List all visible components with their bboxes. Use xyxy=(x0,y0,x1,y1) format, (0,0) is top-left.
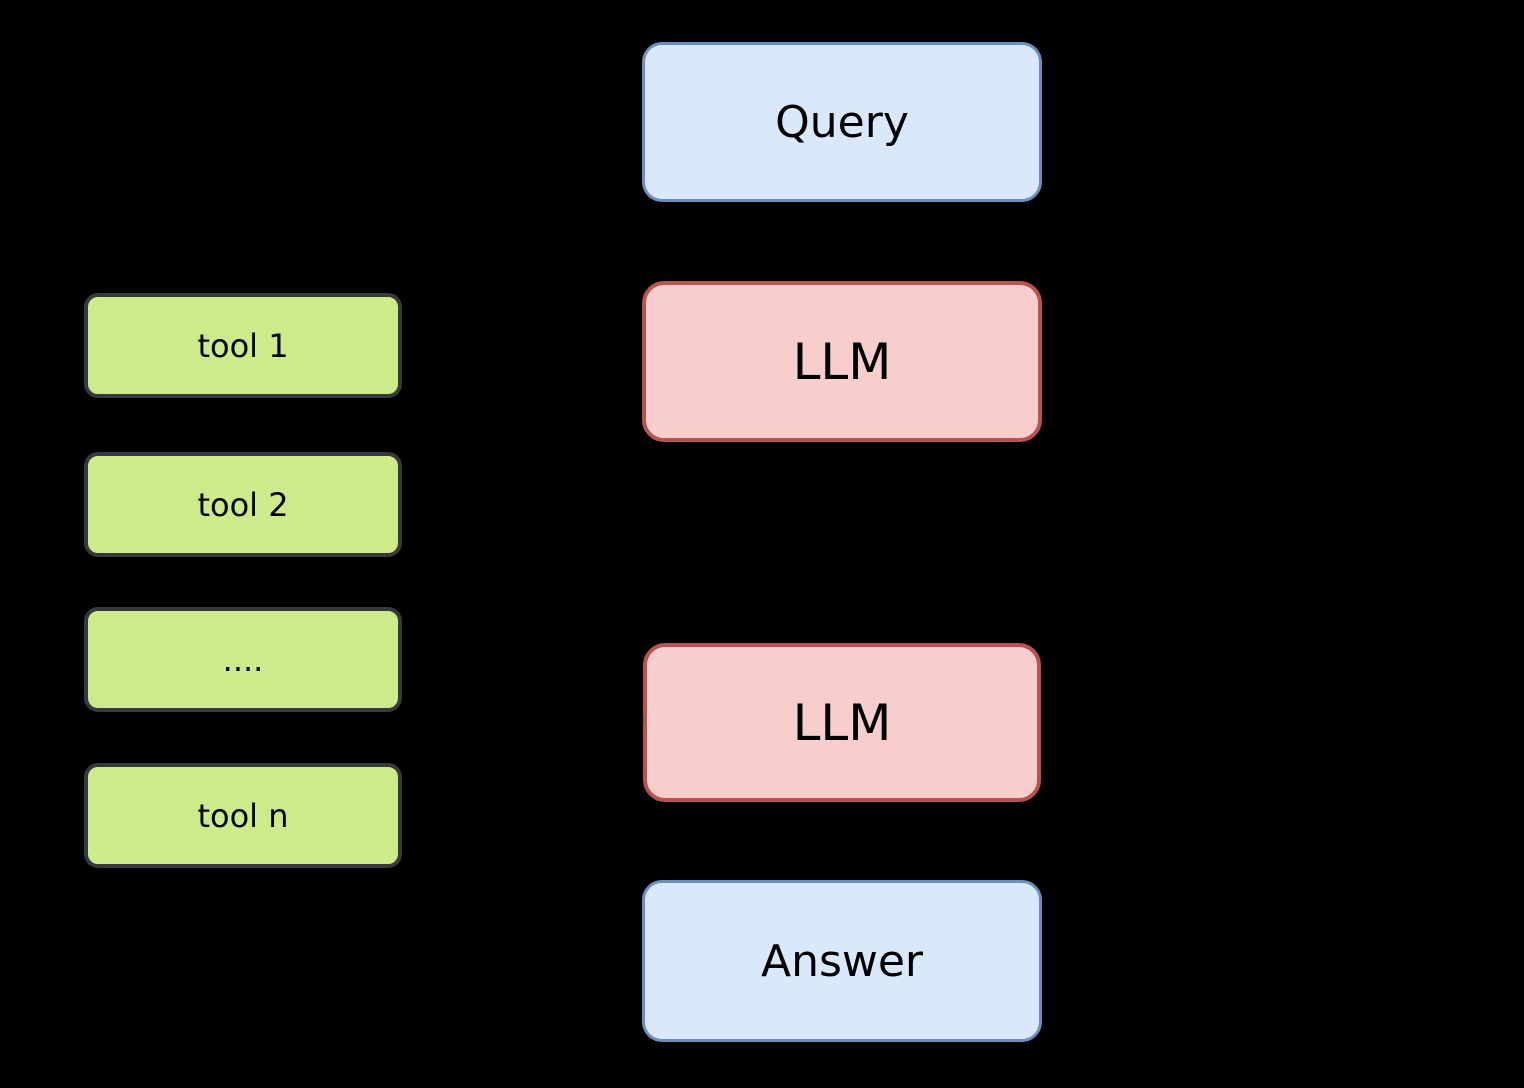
node-tool-n: tool n xyxy=(84,763,402,868)
node-llm-bottom: LLM xyxy=(643,643,1041,802)
node-query-label: Query xyxy=(775,96,909,148)
node-query: Query xyxy=(642,42,1042,202)
node-llm-top: LLM xyxy=(642,281,1042,442)
node-tool-1-label: tool 1 xyxy=(197,326,289,365)
node-answer: Answer xyxy=(642,880,1042,1042)
node-tool-ellipsis: .... xyxy=(84,607,402,712)
node-tool-2-label: tool 2 xyxy=(197,485,289,524)
arrowhead-icon xyxy=(633,713,644,727)
node-tool-n-label: tool n xyxy=(197,796,289,835)
node-llm-top-label: LLM xyxy=(792,332,892,391)
node-tool-ellipsis-label: .... xyxy=(222,640,264,679)
node-answer-label: Answer xyxy=(760,935,924,987)
node-tool-2: tool 2 xyxy=(84,452,402,557)
node-llm-bottom-label: LLM xyxy=(792,693,892,752)
node-tool-1: tool 1 xyxy=(84,293,402,398)
